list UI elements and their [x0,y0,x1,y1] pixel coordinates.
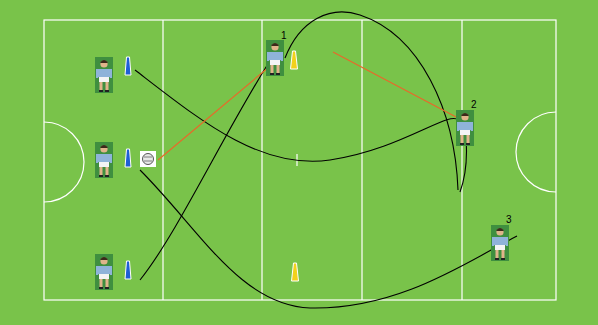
callout-number: 3 [506,215,512,225]
cones [125,51,299,281]
ball [140,151,156,167]
pass-lines [158,52,458,160]
run-lines [135,12,517,308]
players [95,40,509,290]
callout-number: 1 [281,31,287,41]
callout-number: 2 [471,100,477,110]
pitch-lines [44,20,556,300]
